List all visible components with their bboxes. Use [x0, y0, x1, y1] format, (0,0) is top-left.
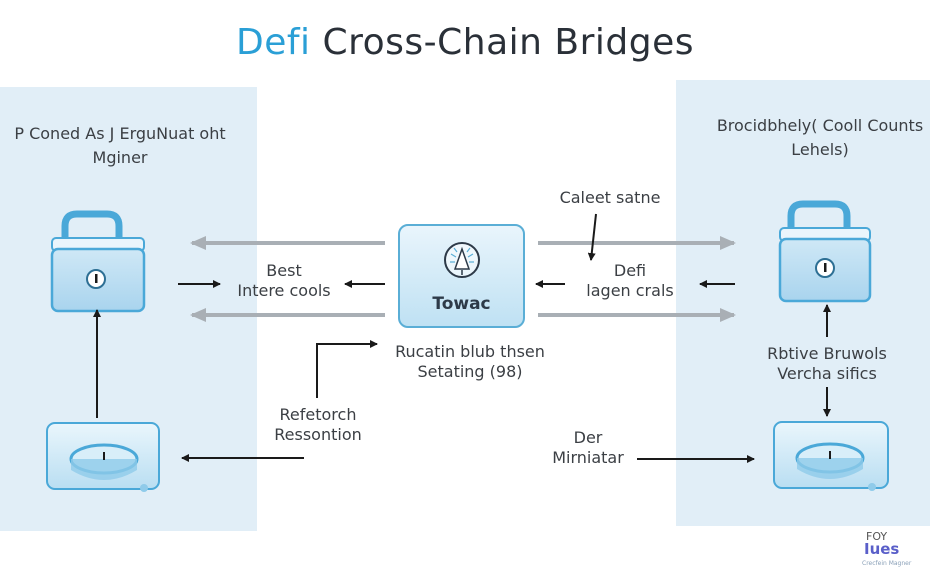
left-padlock-icon [50, 210, 146, 313]
logo-line1: FOY [866, 530, 888, 543]
hub-caption: Rucatin blub thsen Setating (98) [380, 342, 560, 382]
der-label-line1: Der [573, 428, 603, 447]
bridge-hub-node[interactable]: Towac [398, 224, 525, 328]
logo-line3: Crecfein Magner [862, 560, 912, 567]
hub-label: Towac [432, 294, 491, 314]
research-label-line1: Refetorch [279, 405, 357, 424]
left-panel-heading: P Coned As J ErguNuat oht Mginer [0, 124, 240, 168]
right-side-label: Rbtive Bruwols Vercha sifics [752, 344, 902, 384]
research-label: Refetorch Ressontion [258, 405, 378, 445]
arrow-research-to-hub [316, 340, 378, 398]
arrow-caleet-down [587, 213, 597, 261]
right-panel-heading-line1: Brocidbhely( Cooll Counts [716, 116, 924, 135]
defi-label: Defi lagen crals [565, 261, 695, 301]
left-panel-heading-line1: P Coned As J ErguNuat oht [14, 124, 226, 143]
hub-caption-line1: Rucatin blub thsen [395, 342, 545, 361]
title-rest: Cross-Chain Bridges [322, 22, 695, 63]
der-label: Der Mirniatar [538, 428, 638, 468]
right-panel-heading: Brocidbhely( Cooll Counts Lehels) [700, 116, 930, 160]
right-panel-heading-line2: Lehels) [791, 140, 849, 159]
defi-label-line2: lagen crals [586, 281, 674, 300]
title-accent: Defi [235, 22, 311, 63]
right-padlock-icon [778, 200, 872, 303]
left-panel-heading-line2: Mginer [92, 148, 148, 167]
best-label: Best Intere cools [222, 261, 346, 301]
watermark-logo: FOY Iues Crecfein Magner [862, 528, 928, 574]
best-label-line2: Intere cools [237, 281, 331, 300]
best-label-line1: Best [266, 261, 302, 280]
der-label-line2: Mirniatar [552, 448, 624, 467]
research-label-line2: Ressontion [274, 425, 362, 444]
right-vault-icon [773, 421, 889, 491]
left-vault-icon [46, 422, 160, 492]
page-title: Defi Cross-Chain Bridges [0, 22, 930, 63]
defi-label-line1: Defi [613, 261, 647, 280]
hub-caption-line2: Setating (98) [417, 362, 523, 381]
beacon-icon [444, 242, 480, 278]
logo-line2: Iues [864, 540, 900, 558]
right-side-label-line2: Vercha sifics [777, 364, 877, 383]
caleet-label: Caleet satne [559, 188, 661, 207]
right-side-label-line1: Rbtive Bruwols [767, 344, 887, 363]
